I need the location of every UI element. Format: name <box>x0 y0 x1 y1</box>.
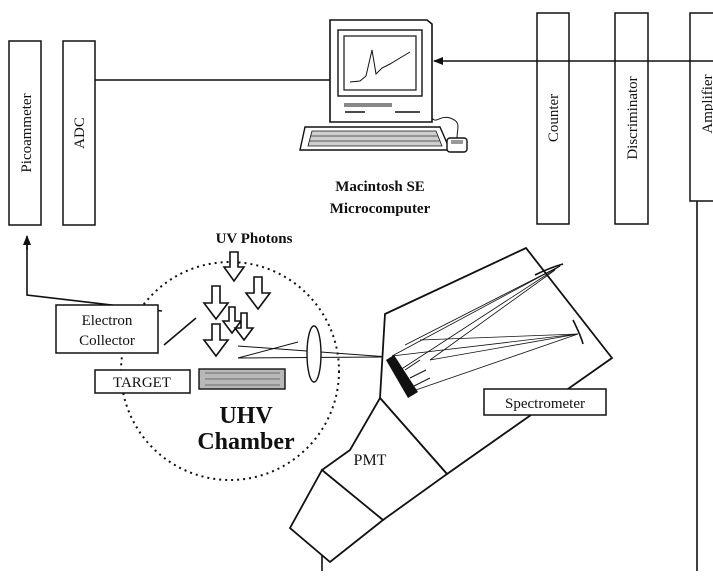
uv-photon-arrows <box>202 251 272 358</box>
computer-name-label: Macintosh SE <box>335 179 425 195</box>
counter-box: Counter <box>536 12 570 225</box>
spectrometer-mirror-lower <box>572 319 584 345</box>
amplifier-label: Amplifier <box>700 74 713 133</box>
uv-photons-label: UV Photons <box>216 231 293 247</box>
uhv-label: UHV <box>219 403 273 429</box>
adc-label: ADC <box>72 117 88 149</box>
focusing-lens <box>306 325 322 383</box>
collector-plate <box>163 317 197 346</box>
discriminator-label: Discriminator <box>625 76 641 159</box>
collector-to-picoammeter-line <box>26 237 163 312</box>
spectrometer-housing <box>379 246 614 476</box>
amplifier-box: Amplifier <box>689 12 713 202</box>
macintosh-computer-icon <box>299 19 468 153</box>
discriminator-box: Discriminator <box>614 12 649 225</box>
spectrometer-label-box: Spectrometer <box>483 388 607 416</box>
spectrometer-beams <box>391 265 579 393</box>
pmt-tube <box>288 396 449 564</box>
electron-collector-label-line2: Collector <box>79 333 135 349</box>
target-label: TARGET <box>113 375 171 391</box>
target-box: TARGET <box>94 369 191 394</box>
diffraction-grating <box>386 355 418 398</box>
picoammeter-label: Picoammeter <box>19 93 35 172</box>
electron-collector-box: Electron Collector <box>55 304 159 354</box>
computer-type-label: Microcomputer <box>330 201 431 217</box>
counter-label: Counter <box>546 94 562 142</box>
electron-collector-label-line1: Electron <box>82 313 133 329</box>
pmt-label: PMT <box>354 452 387 469</box>
chamber-label: Chamber <box>197 429 295 455</box>
adc-box: ADC <box>62 40 96 226</box>
picoammeter-box: Picoammeter <box>8 40 42 226</box>
spectrometer-label: Spectrometer <box>505 396 585 412</box>
spectrometer-mirror-upper <box>534 263 564 276</box>
